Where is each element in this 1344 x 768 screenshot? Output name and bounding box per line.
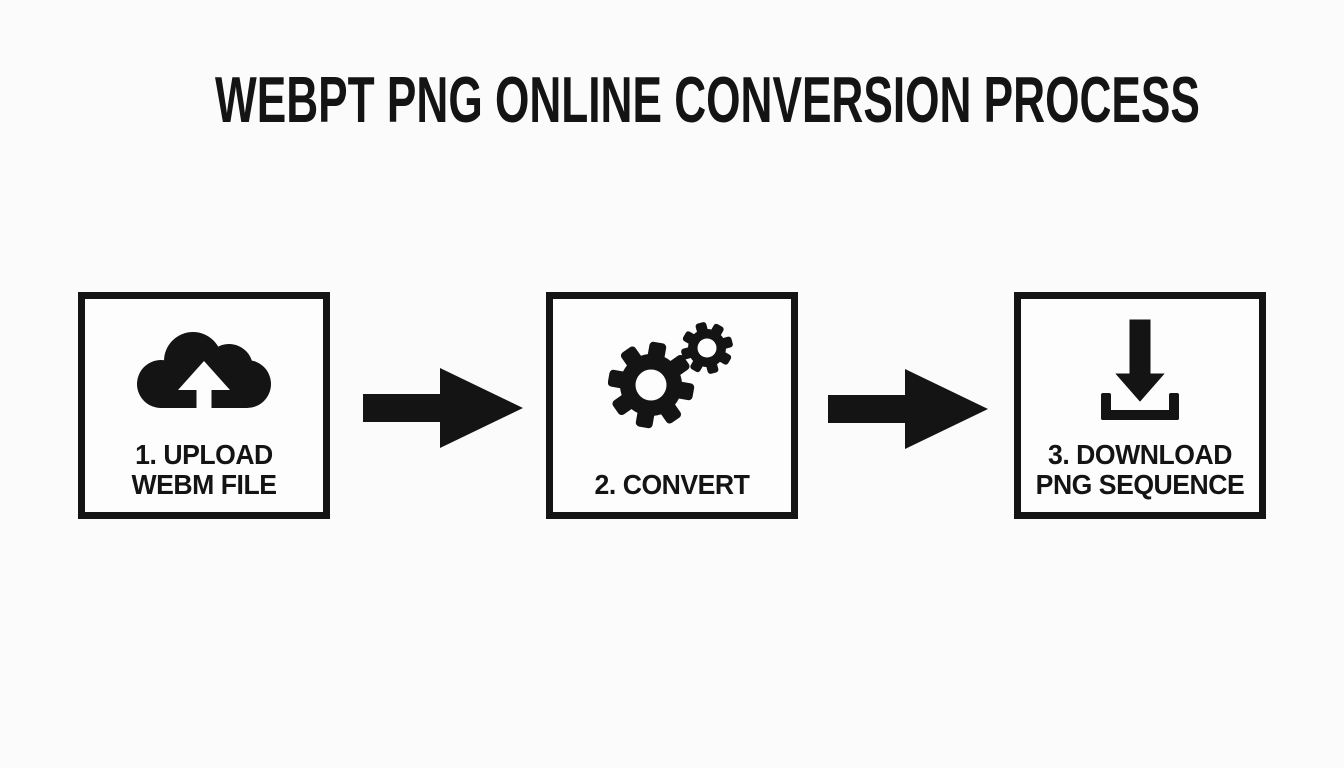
arrow-right-icon: [363, 368, 523, 448]
step-label-line: 1. UPLOAD: [135, 439, 273, 470]
cloud-upload-icon: [137, 332, 271, 410]
step-label-convert: 2. CONVERT: [559, 470, 785, 500]
step-box-download: 3. DOWNLOAD PNG SEQUENCE: [1014, 292, 1266, 519]
step-label-line: 3. DOWNLOAD: [1048, 439, 1232, 470]
step-label-line: PNG SEQUENCE: [1035, 469, 1245, 500]
step-box-upload: 1. UPLOAD WEBM FILE: [78, 292, 330, 519]
step-label-line: WEBM FILE: [131, 469, 277, 500]
step-box-convert: 2. CONVERT: [546, 292, 798, 519]
download-icon: [1101, 318, 1179, 420]
page-title: WEBPT PNG ONLINE CONVERSION PROCESS: [215, 63, 1200, 136]
arrow-right-icon: [828, 369, 988, 449]
step-label-upload: 1. UPLOAD WEBM FILE: [91, 440, 317, 500]
step-label-line: 2. CONVERT: [594, 469, 750, 500]
gears-icon: [608, 322, 733, 429]
step-label-download: 3. DOWNLOAD PNG SEQUENCE: [1027, 440, 1253, 500]
